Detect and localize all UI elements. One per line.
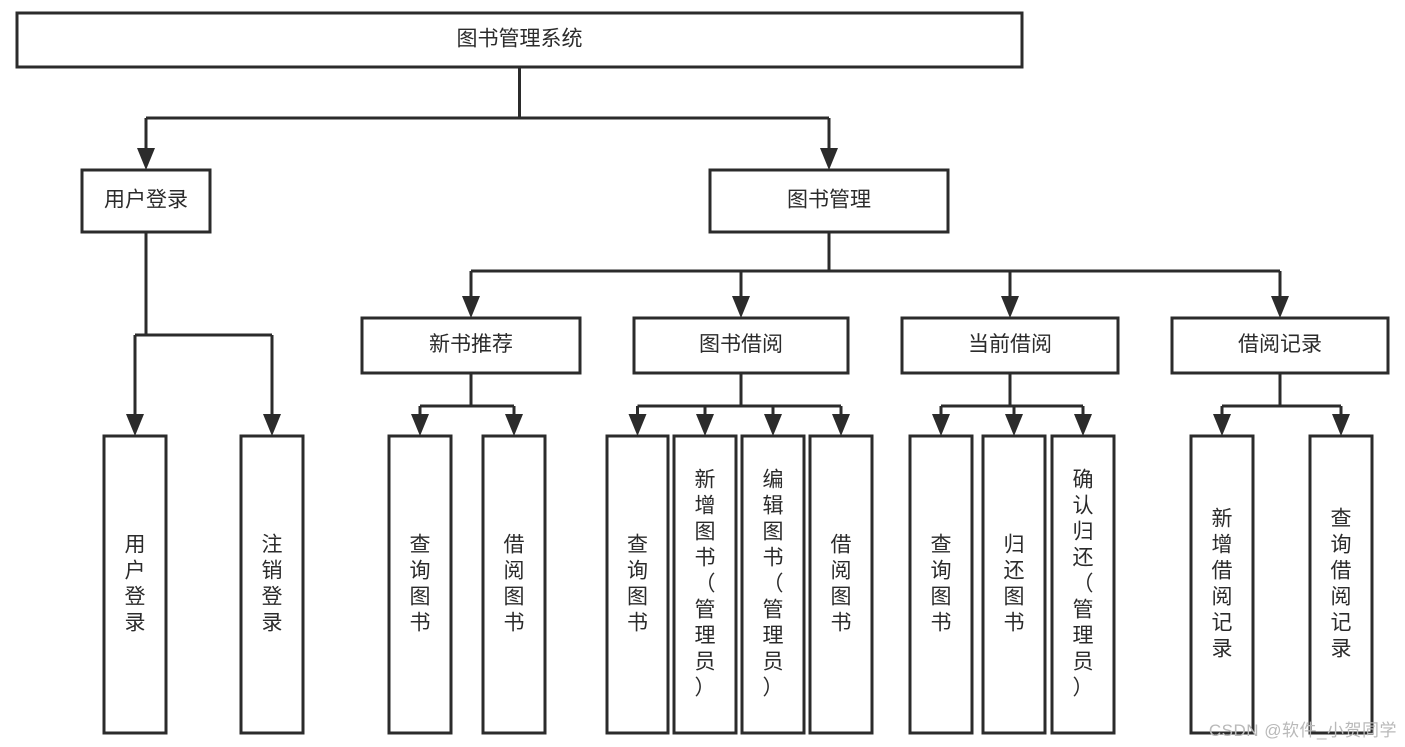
node-leaf-user-login[interactable]: 用户登录 [102, 434, 168, 735]
node-l2-book-mgmt[interactable]: 图书管理 [708, 168, 950, 234]
node-label: 确认归还（管理员） [1073, 468, 1094, 699]
node-leaf-rec-query[interactable]: 查询图书 [387, 434, 453, 735]
node-label: 查询图书 [410, 533, 431, 634]
edges-layer [126, 67, 1350, 436]
node-leaf-bb-edit[interactable]: 编辑图书（管理员） [740, 434, 806, 735]
node-leaf-cb-confirm[interactable]: 确认归还（管理员） [1050, 434, 1116, 735]
node-l3-book-borrow[interactable]: 图书借阅 [632, 316, 850, 375]
connector-bookmgmt-to-level3 [462, 232, 1289, 318]
nodes-layer: 图书管理系统用户登录图书管理新书推荐图书借阅当前借阅借阅记录用户登录注销登录查询… [15, 11, 1390, 735]
node-l3-borrow-record[interactable]: 借阅记录 [1170, 316, 1390, 375]
node-label: 用户登录 [125, 533, 146, 634]
connector-borrowrecord-to-leaves [1213, 373, 1350, 436]
node-label: 借阅记录 [1238, 333, 1322, 356]
node-label: 借阅图书 [504, 533, 525, 634]
node-label: 图书管理 [787, 189, 871, 212]
node-label: 图书借阅 [699, 333, 783, 356]
node-label: 借阅图书 [831, 533, 852, 634]
node-l3-current-borrow[interactable]: 当前借阅 [900, 316, 1120, 375]
node-leaf-bb-add[interactable]: 新增图书（管理员） [672, 434, 738, 735]
node-leaf-user-logout[interactable]: 注销登录 [239, 434, 305, 735]
node-label: 新书推荐 [429, 333, 513, 356]
connector-currentborrow-to-leaves [932, 373, 1092, 436]
connector-bookborrow-to-leaves [628, 373, 850, 436]
node-leaf-cb-return[interactable]: 归还图书 [981, 434, 1047, 735]
node-leaf-br-query[interactable]: 查询借阅记录 [1308, 434, 1374, 735]
connector-newbook-to-leaves [411, 373, 523, 436]
node-label: 查询图书 [931, 533, 952, 634]
node-label: 查询图书 [627, 533, 648, 634]
node-label: 用户登录 [104, 189, 188, 212]
node-label: 图书管理系统 [457, 28, 583, 51]
node-label: 新增借阅记录 [1212, 507, 1233, 660]
node-leaf-rec-borrow[interactable]: 借阅图书 [481, 434, 547, 735]
node-root[interactable]: 图书管理系统 [15, 11, 1024, 69]
node-label: 查询借阅记录 [1331, 507, 1352, 660]
node-l3-new-book-rec[interactable]: 新书推荐 [360, 316, 582, 375]
node-label: 当前借阅 [968, 333, 1052, 356]
node-l2-user-login[interactable]: 用户登录 [80, 168, 212, 234]
connector-root-to-level2 [137, 67, 838, 170]
node-label: 归还图书 [1004, 533, 1025, 634]
node-leaf-bb-borrow[interactable]: 借阅图书 [808, 434, 874, 735]
connector-userlogin-to-leaves [126, 232, 281, 436]
node-leaf-cb-query[interactable]: 查询图书 [908, 434, 974, 735]
node-leaf-bb-query[interactable]: 查询图书 [605, 434, 670, 735]
node-label: 注销登录 [262, 533, 283, 634]
node-label: 新增图书（管理员） [695, 468, 716, 699]
node-label: 编辑图书（管理员） [763, 468, 784, 699]
node-leaf-br-add[interactable]: 新增借阅记录 [1189, 434, 1255, 735]
